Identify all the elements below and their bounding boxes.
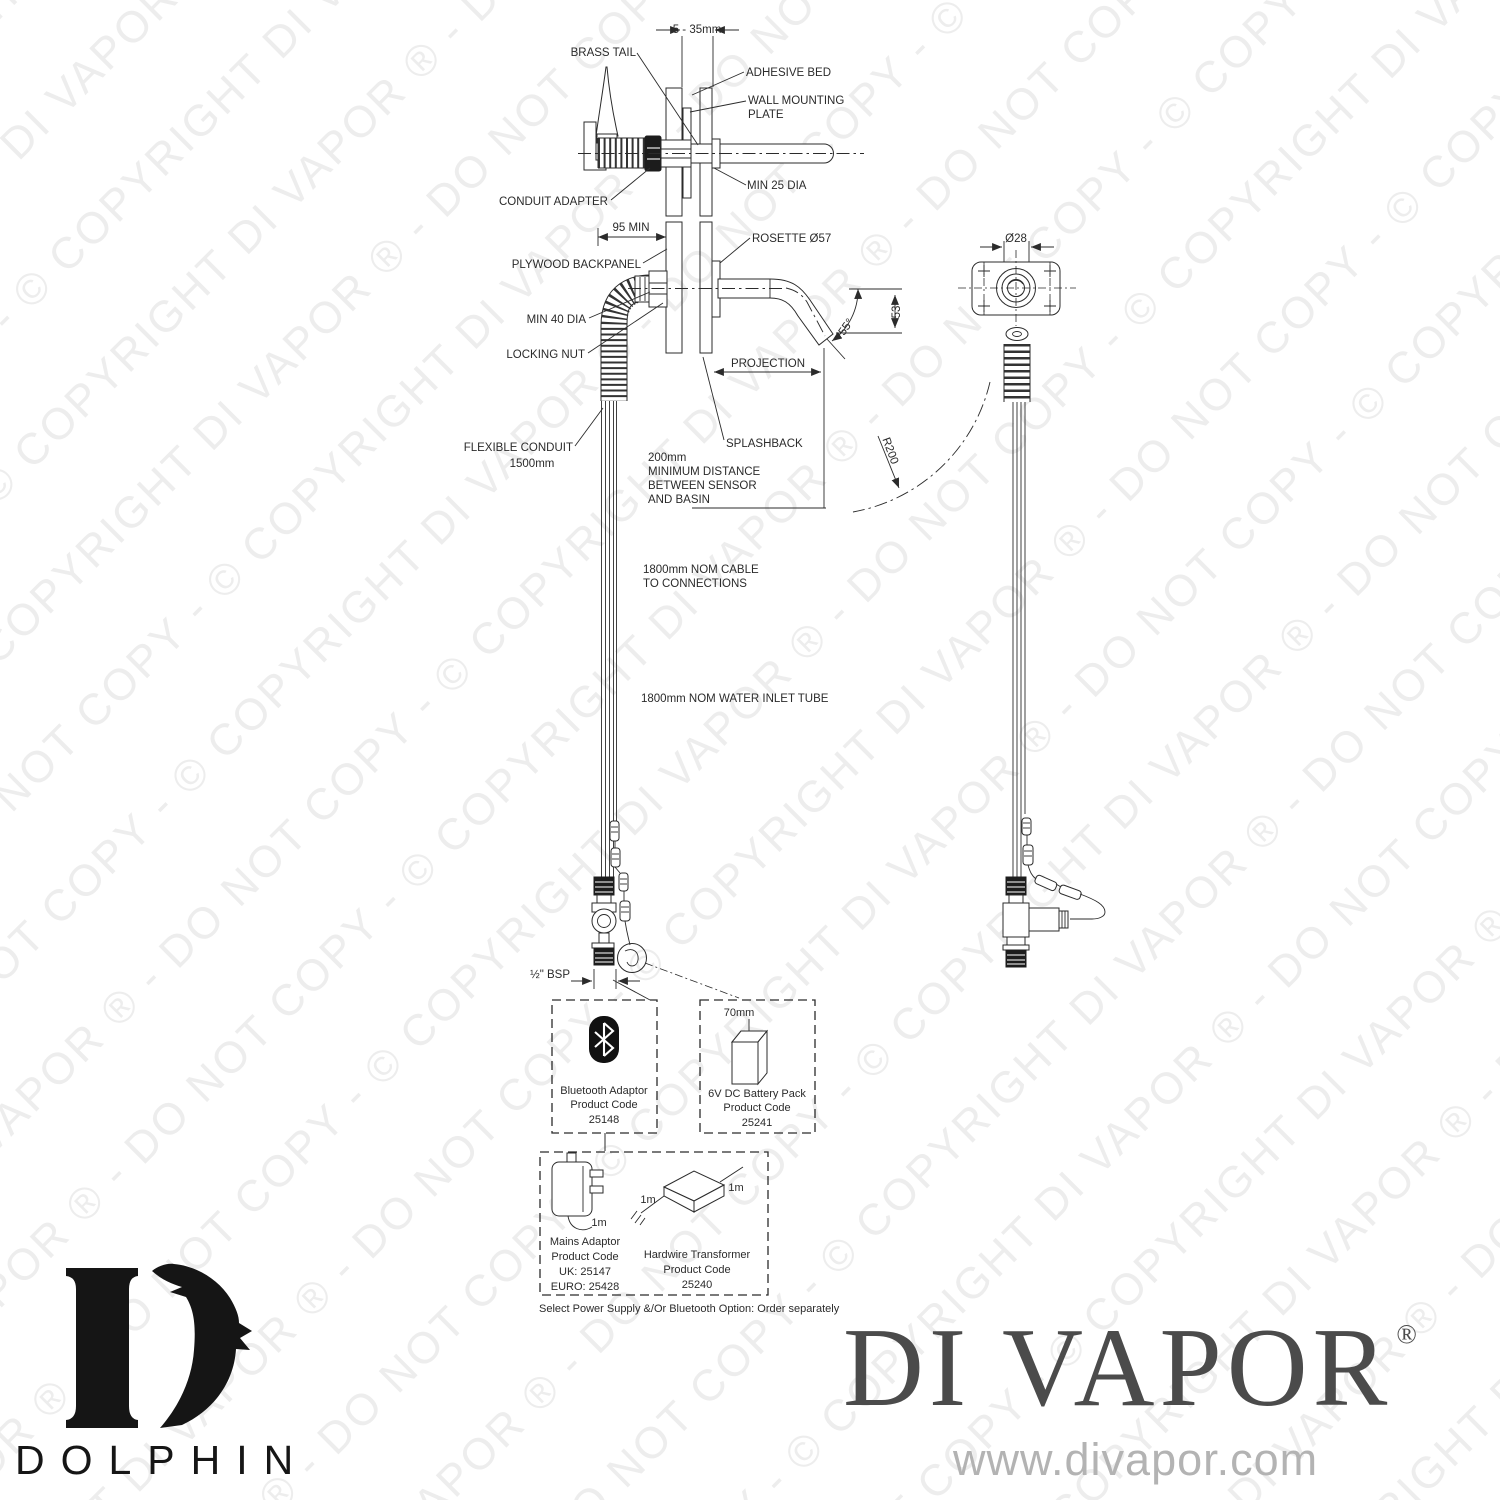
bluetooth-option-box: Bluetooth Adaptor Product Code 25148	[551, 999, 658, 1134]
bluetooth-code: 25148	[589, 1114, 620, 1126]
website-url: www.divapor.com	[953, 1434, 1319, 1485]
battery-pack-shape	[731, 1041, 759, 1085]
tubes-left	[601, 401, 617, 877]
bluetooth-label-1: Bluetooth Adaptor	[560, 1085, 648, 1097]
hardwire-label-1: Hardwire Transformer	[644, 1249, 751, 1261]
dim-wall-thickness-label: 5 - 35mm	[673, 24, 722, 36]
mains-code-euro: EURO: 25428	[551, 1281, 619, 1293]
flexible-conduit-label-2: 1500mm	[510, 458, 555, 470]
dim-95-min-label: 95 MIN	[612, 222, 649, 234]
projection-label: PROJECTION	[731, 358, 805, 370]
hardwire-cable-right: 1m	[728, 1182, 743, 1194]
front-view-fixture: Ø28	[958, 233, 1076, 877]
dim-bsp: ½" BSP	[530, 969, 640, 989]
hardwire-code: 25240	[682, 1279, 713, 1291]
hardwire-cable-left: 1m	[640, 1194, 655, 1206]
dim-wall-thickness: 5 - 35mm	[656, 24, 739, 87]
order-note: Select Power Supply &/Or Bluetooth Optio…	[539, 1303, 840, 1315]
brass-tail-label: BRASS TAIL	[571, 47, 637, 59]
conduit-end-nut	[634, 275, 651, 303]
brass-tail-assembly	[578, 66, 864, 172]
cable-note-label-2: TO CONNECTIONS	[643, 578, 747, 590]
solenoid	[1028, 907, 1060, 932]
min-distance-label-1: 200mm	[648, 452, 686, 464]
battery-option-box: 70mm 6V DC Battery Pack Product Code 252…	[699, 999, 816, 1134]
spout	[628, 278, 846, 360]
mains-label-1: Mains Adaptor	[550, 1236, 621, 1248]
bluetooth-label-2: Product Code	[570, 1099, 637, 1111]
spout-shape	[717, 278, 834, 346]
min-distance-label-3: BETWEEN SENSOR	[648, 480, 757, 492]
rosette-label: ROSETTE Ø57	[752, 233, 831, 245]
mains-label-2: Product Code	[551, 1251, 618, 1263]
min-distance-label-2: MINIMUM DISTANCE	[648, 466, 761, 478]
dia-28-label: Ø28	[1005, 233, 1027, 245]
washer-front	[1005, 327, 1029, 341]
registered-mark: ®	[1396, 1319, 1417, 1349]
power-option-box: 1m 1m 1m Mains Adaptor Product Code UK: …	[539, 1151, 769, 1296]
dim-53-label: 53	[891, 306, 903, 319]
plywood-panel	[665, 221, 683, 354]
wall-mounting-plate-label-2: PLATE	[748, 109, 784, 121]
hardwire-label-2: Product Code	[663, 1264, 730, 1276]
mains-cable-length: 1m	[591, 1217, 606, 1229]
sensor-ring-outer	[996, 268, 1036, 308]
wall-section-spout	[665, 221, 721, 354]
top-view-leaders	[610, 52, 747, 201]
dim-95-min: 95 MIN	[597, 222, 666, 246]
battery-label-2: Product Code	[723, 1102, 790, 1114]
connector-detail-circle	[612, 943, 740, 1001]
logo-dolphin-silhouette	[152, 1263, 252, 1428]
right-connectors	[1021, 817, 1106, 920]
min-40-dia-label: MIN 40 DIA	[527, 314, 587, 326]
battery-label-1: 6V DC Battery Pack	[708, 1088, 806, 1100]
locking-nut-label: LOCKING NUT	[506, 349, 585, 361]
bsp-label: ½" BSP	[530, 969, 570, 981]
brass-tail-cone	[595, 66, 619, 137]
battery-code: 25241	[742, 1117, 773, 1129]
dim-projection: PROJECTION	[692, 348, 826, 509]
mains-plug-shape	[551, 1161, 593, 1217]
second-view-leaders	[574, 237, 751, 447]
dolphin-logo	[66, 1263, 252, 1428]
dim-r200: R200	[852, 381, 991, 513]
splashback-label: SPLASHBACK	[726, 438, 803, 450]
min-25-dia-label: MIN 25 DIA	[747, 180, 807, 192]
dolphin-wordmark: DOLPHIN	[15, 1437, 310, 1483]
conduit-outline	[597, 137, 646, 169]
splashback-wall	[699, 221, 713, 354]
divapor-text: DI VAPOR	[843, 1306, 1393, 1430]
cable-note-label-1: 1800mm NOM CABLE	[643, 564, 759, 576]
min-distance-label-4: AND BASIN	[648, 494, 710, 506]
conduit-adapter-label: CONDUIT ADAPTER	[499, 196, 608, 208]
r200-label: R200	[879, 436, 900, 466]
locking-nut-shape	[648, 270, 668, 308]
water-note-label: 1800mm NOM WATER INLET TUBE	[641, 693, 829, 705]
wall-mounting-plate-label-1: WALL MOUNTING	[748, 95, 844, 107]
adhesive-bed-label: ADHESIVE BED	[746, 67, 831, 79]
screw-cross-marks	[978, 265, 1056, 312]
right-valve	[1002, 876, 1069, 968]
left-valve	[591, 876, 617, 966]
battery-70mm-label: 70mm	[724, 1007, 755, 1019]
mains-code-uk: UK: 25147	[559, 1266, 611, 1278]
divapor-wordmark: DI VAPOR®	[843, 1309, 1417, 1428]
flexible-conduit-curve	[600, 270, 668, 401]
flexible-conduit-label-1: FLEXIBLE CONDUIT	[464, 442, 573, 454]
logo-d-stem	[66, 1268, 138, 1428]
plywood-backpanel-label: PLYWOOD BACKPANEL	[512, 259, 642, 271]
brass-tail-rod	[690, 143, 834, 164]
